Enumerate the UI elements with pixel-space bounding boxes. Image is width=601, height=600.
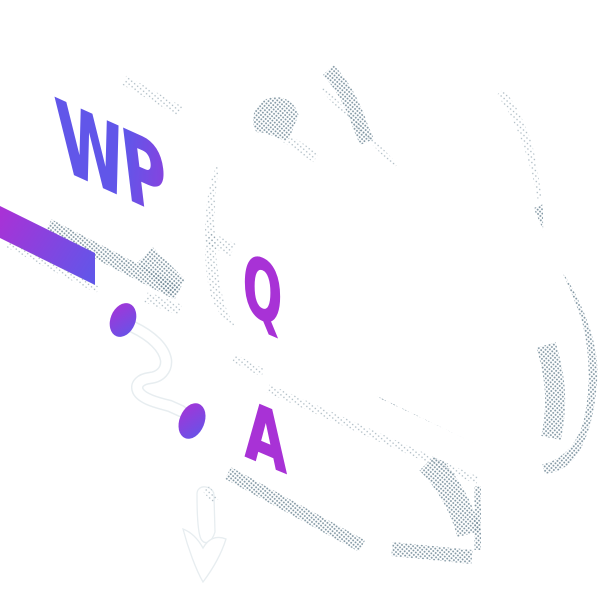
connector-dot-start bbox=[109, 303, 137, 337]
question-card-left-stipple bbox=[205, 232, 236, 256]
down-arrow-stipple bbox=[202, 486, 220, 504]
down-arrow-group bbox=[182, 486, 227, 584]
question-card-bottom-stipple bbox=[232, 354, 265, 377]
gradient-bar-group bbox=[0, 206, 100, 294]
question-card bbox=[234, 224, 322, 404]
answer-panel-corner-stipple bbox=[419, 453, 481, 538]
wp-card-group: WP bbox=[42, 32, 186, 300]
cloud-back-bump-stipple bbox=[253, 97, 299, 143]
answer-label: A bbox=[245, 384, 287, 493]
answer-panel-bottomright-stipple bbox=[391, 542, 473, 564]
cloud-group bbox=[204, 61, 598, 475]
answer-panel-group: A bbox=[224, 366, 481, 575]
wp-card bbox=[42, 32, 178, 292]
cloud-right-wedge-stipple bbox=[536, 342, 566, 441]
connector-squiggle bbox=[128, 322, 186, 416]
cloud-rightbump-stipple bbox=[496, 89, 547, 199]
connector-dot-end bbox=[178, 403, 206, 439]
connector-stipple bbox=[144, 291, 182, 316]
cloud-saddle-stipple bbox=[283, 133, 319, 163]
cloud-shape bbox=[204, 61, 598, 475]
question-card-group: Q bbox=[205, 224, 322, 404]
wp-card-corner-stipple bbox=[137, 247, 186, 296]
gradient-bar-shadow-stipple bbox=[6, 240, 100, 294]
question-label: Q bbox=[243, 235, 282, 347]
down-arrow-shaft bbox=[196, 486, 216, 544]
answer-panel-side-face bbox=[366, 551, 444, 575]
wp-card-top-edge-stipple bbox=[121, 75, 183, 116]
gradient-bar bbox=[0, 206, 95, 285]
answer-panel-bottom-stipple bbox=[224, 467, 366, 552]
answer-panel-shading bbox=[266, 383, 481, 550]
down-arrow-head bbox=[182, 527, 227, 584]
cloud-dotline-stipple bbox=[320, 86, 398, 168]
connector-group bbox=[109, 291, 206, 439]
